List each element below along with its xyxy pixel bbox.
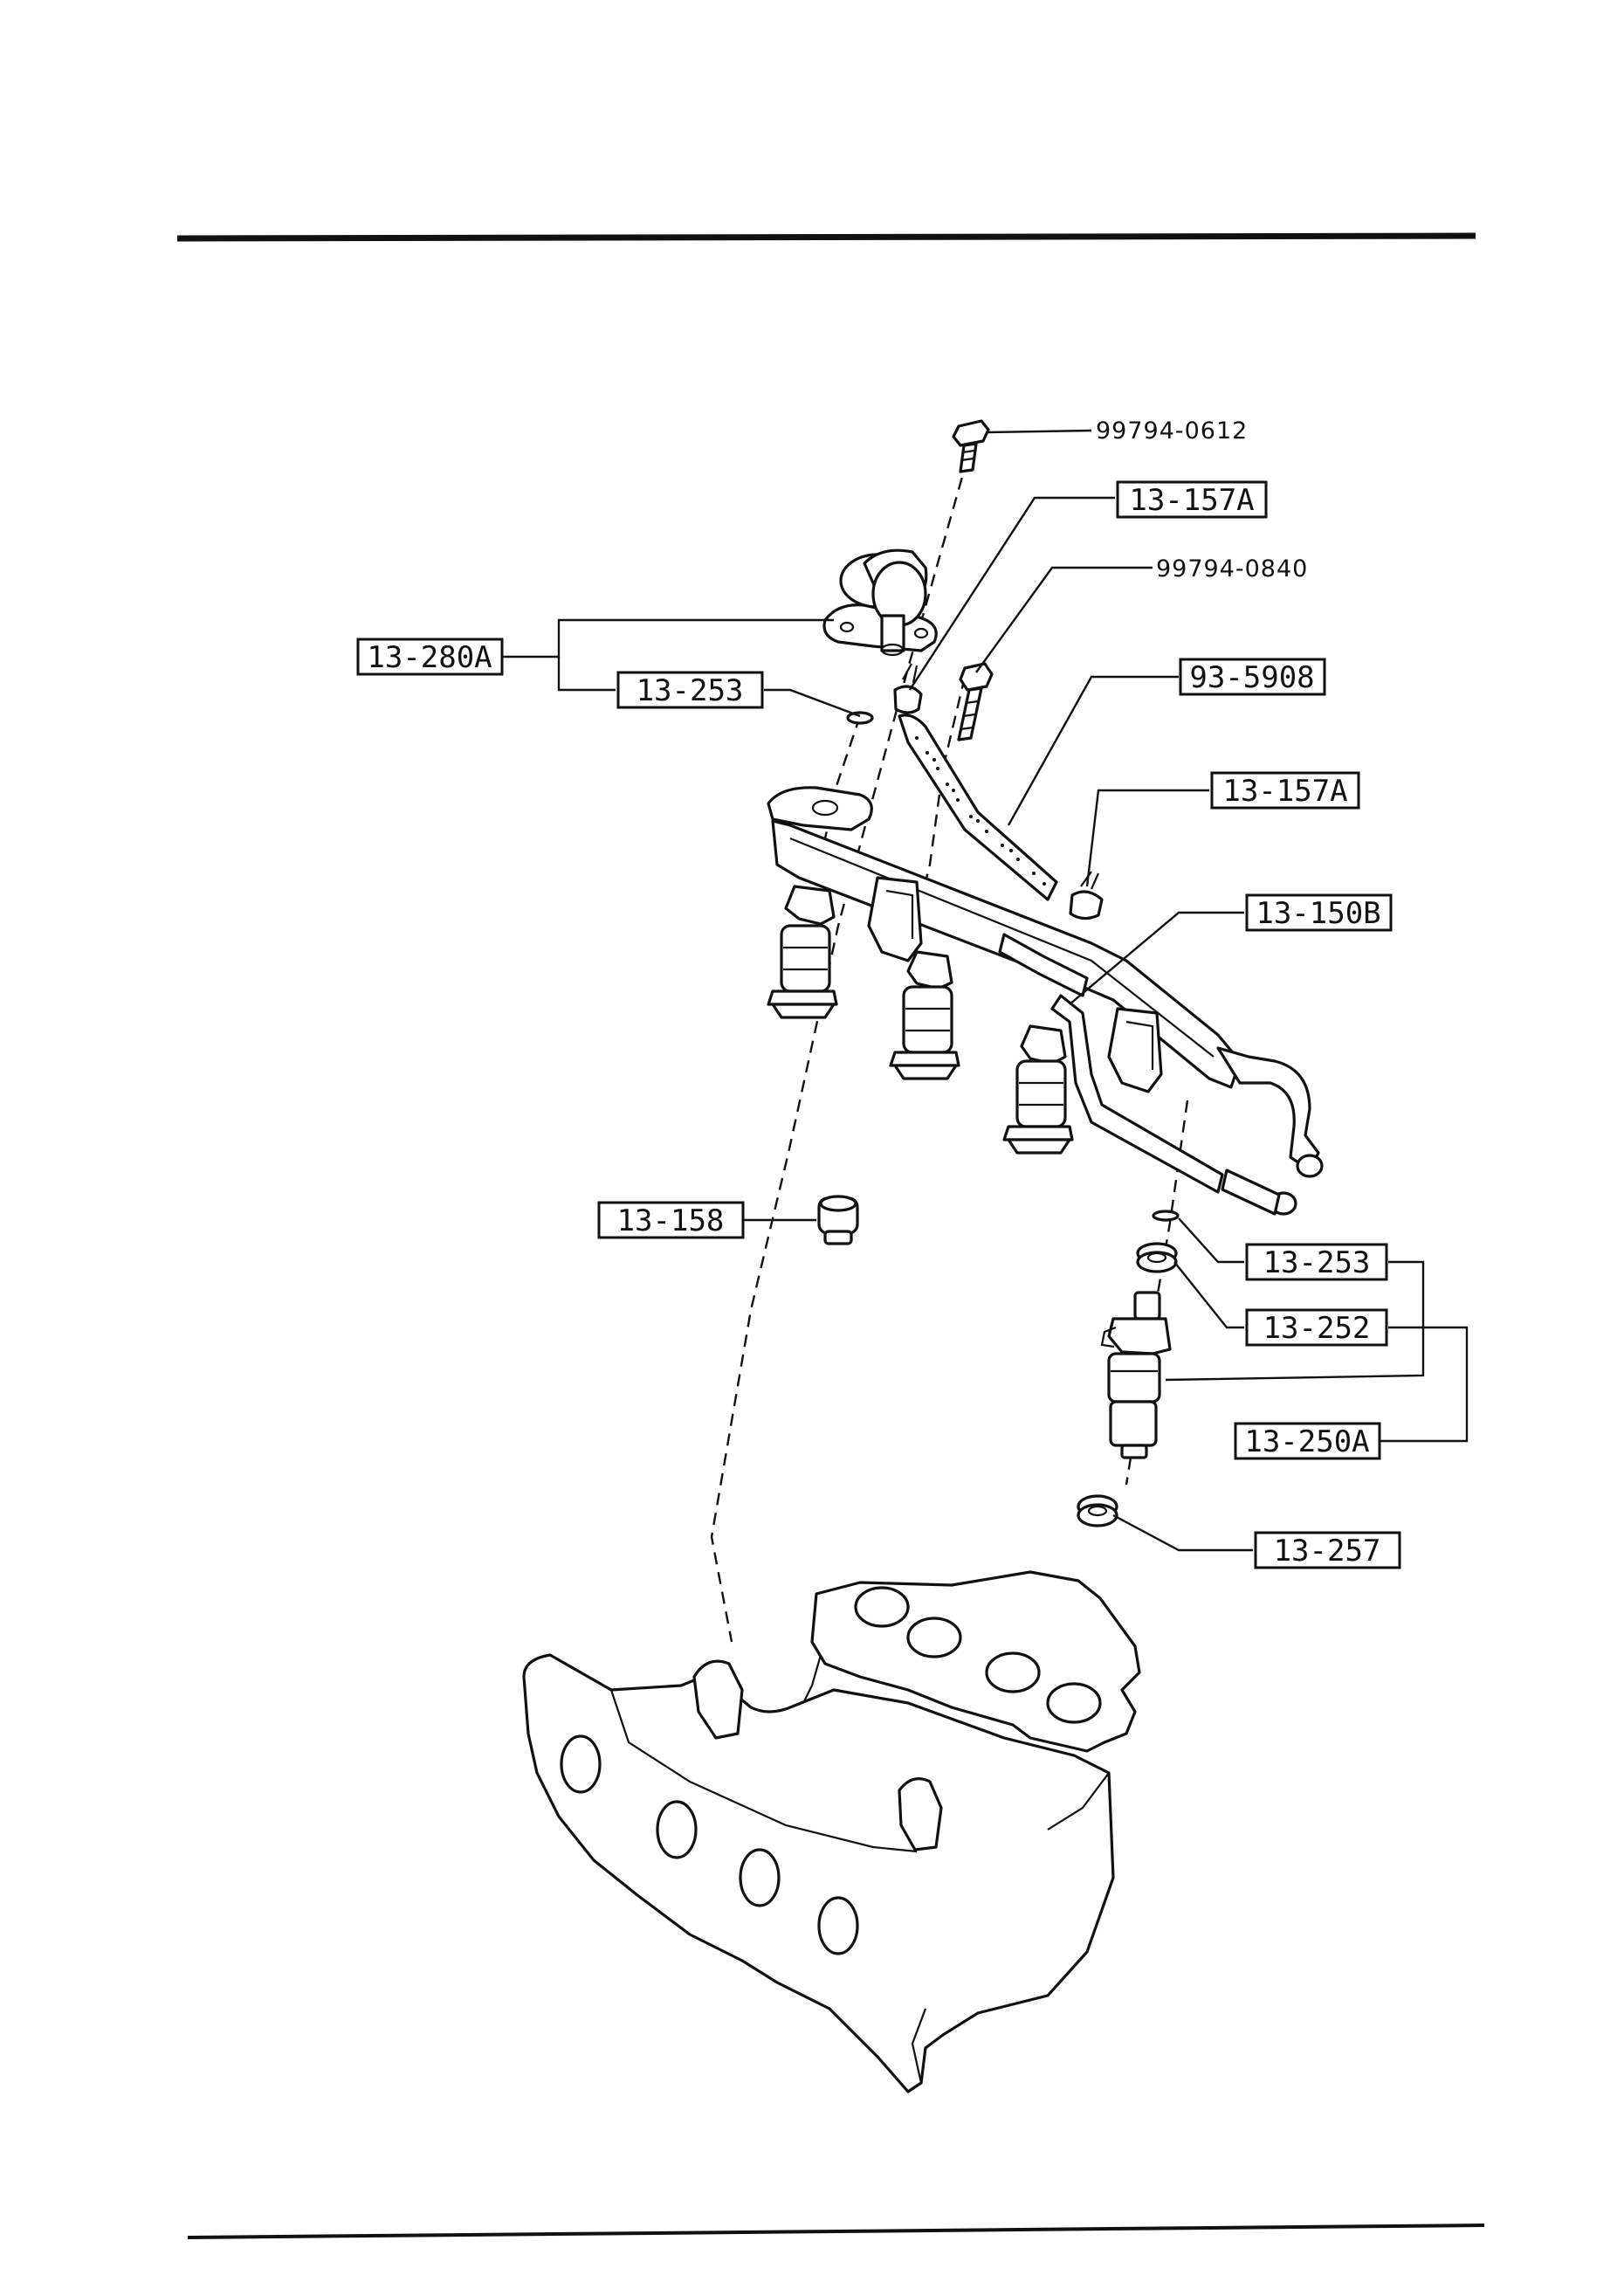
fuel-rail [767, 786, 1324, 1216]
callout-injector-seal: 13-257 [1254, 1531, 1401, 1569]
insulator [817, 1195, 859, 1245]
label-bolt-rail: 99794-0840 [1156, 555, 1308, 583]
injector-oring [1152, 1210, 1180, 1222]
hose-clip-lower [1069, 871, 1104, 920]
fuel-hose [898, 714, 1058, 901]
injector-cushion [1136, 1242, 1178, 1273]
callout-hose: 93-5908 [1179, 658, 1326, 696]
callout-regulator: 13-280A [356, 638, 504, 676]
svg-text:93-5908: 93-5908 [1189, 660, 1314, 695]
svg-text:13-158: 13-158 [617, 1203, 725, 1238]
callout-injector: 13-250A [1234, 1422, 1381, 1460]
callout-clip-top: 13-157A [1116, 480, 1268, 519]
injector-seal [1077, 1494, 1118, 1527]
callout-insulator: 13-158 [597, 1201, 745, 1239]
top-rule [176, 232, 1476, 242]
callout-clip-hose: 13-157A [1210, 771, 1360, 810]
callout-regulator-oring: 13-253 [616, 671, 764, 709]
leader-lines [502, 429, 1469, 1552]
bolt-99794-0840 [957, 662, 994, 741]
centerline-bolt [710, 458, 969, 1643]
bolt-99794-0612 [952, 419, 990, 473]
label-bolt-top: 99794-0612 [1096, 417, 1248, 445]
rail-injector-3 [1002, 1024, 1074, 1155]
svg-text:13-157A: 13-157A [1222, 774, 1347, 809]
injector [1100, 1291, 1172, 1459]
rail-injector-1 [767, 885, 838, 1019]
bottom-rule [187, 2224, 1485, 2239]
svg-text:13-257: 13-257 [1274, 1534, 1381, 1569]
callout-injector-cushion: 13-252 [1245, 1308, 1388, 1347]
callout-injector-oring: 13-253 [1245, 1243, 1388, 1281]
svg-text:13-150B: 13-150B [1256, 896, 1380, 931]
hose-clip-top [893, 663, 923, 714]
svg-text:13-253: 13-253 [1263, 1245, 1371, 1280]
svg-text:13-250A: 13-250A [1244, 1424, 1369, 1459]
intake-manifold [522, 1570, 1141, 2093]
svg-text:13-280A: 13-280A [367, 640, 492, 675]
svg-text:13-252: 13-252 [1263, 1311, 1371, 1346]
svg-text:13-253: 13-253 [637, 673, 744, 708]
rail-injector-2 [889, 950, 960, 1080]
pressure-regulator [822, 548, 938, 657]
callout-rail: 13-150B [1245, 893, 1393, 932]
svg-text:13-157A: 13-157A [1129, 483, 1254, 518]
regulator-oring [846, 711, 874, 725]
